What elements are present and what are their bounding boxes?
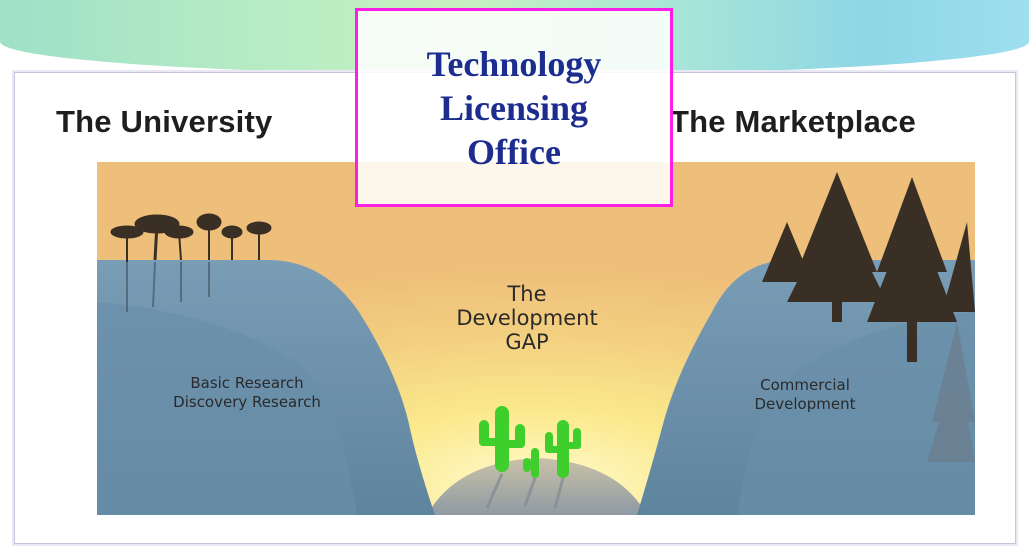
- development-gap-illustration: The Development GAP Basic Research Disco…: [97, 162, 975, 515]
- cactus-group-icon: [479, 406, 581, 478]
- university-heading: The University: [56, 104, 273, 139]
- development-gap-label: The Development GAP: [397, 282, 657, 354]
- left-tree-reflections-icon: [126, 261, 210, 312]
- gap-label-line-2: Development: [456, 306, 598, 330]
- tlo-line-3: Office: [467, 131, 561, 172]
- tlo-line-1: Technology: [426, 43, 602, 84]
- technology-licensing-office-box: Technology Licensing Office: [355, 8, 673, 207]
- cactus-shadows-icon: [485, 473, 565, 509]
- right-cliff-shade: [737, 312, 975, 515]
- commercial-development-label: Commercial Development: [705, 376, 905, 414]
- basic-research-label: Basic Research Discovery Research: [117, 374, 377, 412]
- gap-label-line-3: GAP: [505, 330, 549, 354]
- tlo-line-2: Licensing: [439, 87, 589, 128]
- commercial-line-2: Development: [754, 395, 856, 413]
- right-pine-reflections-icon: [927, 322, 975, 462]
- basic-research-line-2: Discovery Research: [173, 393, 321, 411]
- marketplace-heading: The Marketplace: [670, 104, 916, 139]
- left-trees-icon: [110, 213, 272, 262]
- basic-research-line-1: Basic Research: [190, 374, 304, 392]
- canyon-scene: [97, 162, 975, 515]
- canyon-floor: [427, 458, 647, 515]
- left-cliff-shade: [97, 302, 357, 515]
- commercial-line-1: Commercial: [760, 376, 850, 394]
- right-pine-trees-icon: [762, 172, 975, 362]
- gap-label-line-1: The: [507, 282, 547, 306]
